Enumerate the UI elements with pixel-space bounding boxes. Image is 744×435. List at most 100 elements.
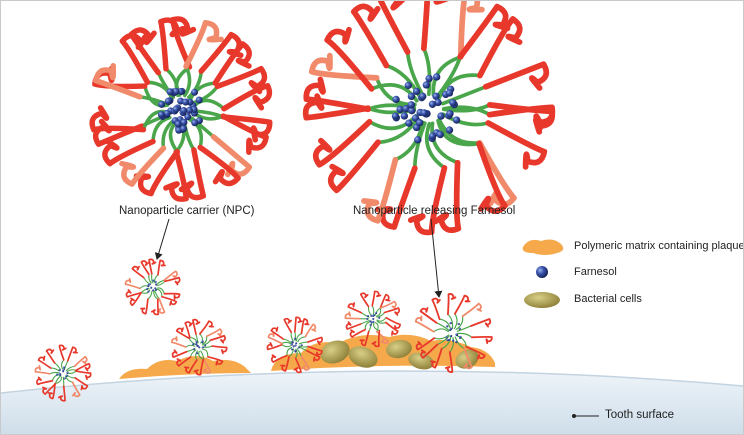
polymer-shell-loop [419, 307, 438, 324]
nanoparticle-small [34, 344, 92, 402]
polymer-core-chain [66, 369, 77, 373]
nanoparticle-small [344, 290, 401, 348]
polymer-core-chain [441, 336, 452, 350]
polymer-shell-loop [89, 105, 147, 133]
farnesol-sphere [157, 111, 165, 119]
bacterial-cell [320, 340, 350, 364]
polymer-core-chain [286, 347, 293, 357]
farnesol-sphere [291, 340, 294, 343]
farnesol-sphere [195, 96, 203, 104]
polymer-shell-loop [197, 144, 241, 187]
polymer-core-chain [156, 288, 163, 298]
polymer-shell-loop [57, 385, 66, 402]
polymer-core-chain [440, 84, 488, 106]
polymer-shell-loop [163, 292, 181, 300]
polymer-core-chain [454, 336, 465, 350]
farnesol-sphere [154, 288, 158, 292]
farnesol-sphere [407, 92, 416, 101]
polymer-shell-loop [163, 148, 189, 202]
farnesol-sphere [158, 100, 166, 108]
polymer-core-chain [295, 332, 303, 342]
polymer-shell-loop [300, 355, 311, 371]
polymer-shell-loop [306, 349, 321, 362]
polymer-shell-loop [383, 307, 401, 316]
polymer-shell-loop [375, 330, 390, 345]
polymer-shell-loop [345, 321, 362, 330]
polymer-shell-loop [324, 26, 375, 92]
polymer-shell-loop [293, 357, 302, 374]
polymer-shell-loop [371, 329, 381, 348]
farnesol-sphere [201, 346, 204, 349]
farnesol-sphere [58, 368, 61, 372]
farnesol-sphere [449, 334, 453, 338]
farnesol-sphere [407, 101, 415, 109]
polymer-shell-loop [486, 104, 556, 132]
polymer-core-chain [66, 374, 76, 379]
farnesol-sphere [174, 120, 182, 128]
farnesol-sphere [293, 337, 296, 340]
farnesol-sphere [182, 98, 190, 106]
polymer-core-chain [441, 105, 492, 117]
farnesol-sphere [415, 119, 424, 127]
farnesol-sphere [455, 340, 458, 344]
farnesol-sphere [172, 105, 180, 113]
polymer-shell-loop [430, 347, 443, 369]
farnesol-sphere [59, 374, 62, 377]
polymer-shell-loop [66, 346, 79, 362]
polymer-core-chain [199, 333, 203, 344]
polymer-shell-loop [379, 293, 391, 309]
polymer-core-chain [189, 349, 197, 358]
farnesol-sphere [290, 343, 293, 346]
polymer-core-chain [195, 350, 199, 361]
polymer-core-chain [430, 121, 460, 165]
polymer-shell-loop [93, 62, 143, 100]
polymer-shell-loop [457, 1, 485, 60]
polymer-shell-loop [37, 355, 52, 369]
polymer-shell-loop [125, 289, 142, 298]
farnesol-sphere [445, 89, 454, 97]
farnesol-sphere [428, 100, 437, 108]
legend-matrix-label: Polymeric matrix containing plaque [574, 240, 744, 252]
polymer-shell-loop [308, 52, 380, 81]
polymer-shell-loop [359, 330, 370, 347]
polymer-shell-loop [270, 326, 285, 340]
farnesol-sphere [436, 130, 444, 139]
polymer-core-chain [185, 344, 196, 348]
polymer-core-chain [298, 345, 309, 348]
polymer-shell-loop [349, 328, 367, 338]
polymer-core-chain [447, 313, 454, 329]
polymer-shell-loop [170, 336, 187, 348]
nanoparticles-group [34, 1, 556, 402]
polymer-shell-loop [266, 341, 283, 351]
nanoparticle-small [124, 258, 181, 316]
farnesol-sphere [61, 370, 65, 373]
farnesol-sphere [369, 323, 372, 327]
polymer-shell-loop [202, 358, 212, 374]
npc-label: Nanoparticle carrier (NPC) [119, 205, 255, 217]
farnesol-sphere [366, 317, 369, 320]
farnesol-sphere [434, 98, 442, 107]
polymer-shell-loop [304, 323, 317, 338]
farnesol-sphere [419, 92, 427, 101]
polymer-shell-loop [470, 335, 493, 345]
farnesol-sphere [195, 340, 198, 343]
farnesol-sphere [147, 290, 150, 293]
polymer-shell-loop [161, 295, 178, 306]
polymer-shell-loop [375, 165, 418, 230]
polymer-shell-loop [302, 93, 371, 121]
farnesol-sphere [295, 342, 298, 345]
polymer-shell-loop [171, 349, 188, 358]
polymer-shell-loop [361, 156, 399, 224]
arrow-npc [154, 218, 170, 260]
polymer-shell-loop [133, 149, 181, 197]
farnesol-sphere [425, 74, 433, 83]
polymer-shell-loop [414, 315, 435, 333]
farnesol-sphere [192, 343, 195, 346]
polymer-shell-loop [420, 343, 439, 359]
farnesol-sphere [459, 335, 462, 339]
polymer-core-chain [449, 337, 454, 353]
farnesol-sphere [432, 92, 440, 100]
farnesol-sphere [396, 105, 404, 114]
blue-sphere-icon [536, 266, 548, 278]
